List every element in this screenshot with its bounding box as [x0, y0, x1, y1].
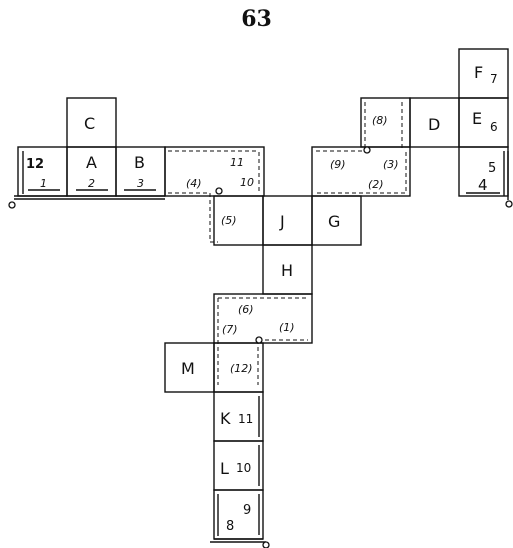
label-8: 8 — [226, 519, 234, 534]
label-B: B — [134, 153, 145, 172]
label-9: 9 — [243, 503, 251, 518]
label-p7: (7) — [222, 323, 238, 336]
square-M — [164, 342, 215, 393]
label-p4: (4) — [186, 177, 202, 190]
label-L: L — [220, 459, 229, 478]
label-3: 3 — [137, 177, 144, 190]
dashed-contour-9-2 — [316, 102, 407, 194]
label-p6: (6) — [238, 303, 254, 316]
label-p8: (8) — [372, 114, 388, 127]
square-8-9 — [213, 489, 264, 540]
label-A: A — [86, 153, 97, 172]
hinge-right-edge — [503, 151, 509, 200]
label-6: 6 — [490, 120, 498, 134]
dashed-contour-6-1 — [217, 297, 308, 385]
page-number: 63 — [241, 6, 272, 32]
label-M: M — [181, 359, 195, 378]
pivot-dot-right — [505, 200, 513, 208]
labels: C 12 1 A 2 B 3 11 10 (4) (5) J G (9) (3)… — [26, 63, 498, 534]
square-9-3-2 — [311, 146, 411, 197]
label-p1: (1) — [279, 321, 295, 334]
label-12: 12 — [26, 157, 44, 172]
label-2: 2 — [88, 177, 95, 190]
label-5: 5 — [488, 161, 496, 176]
square-J — [262, 195, 313, 246]
pivot-dot-left — [8, 201, 16, 209]
pivot-dot-4-5 — [215, 187, 223, 195]
squares — [17, 48, 509, 540]
label-H: H — [281, 261, 293, 280]
label-G: G — [328, 212, 340, 231]
label-p12: (12) — [230, 362, 253, 375]
pivot-dot-6-1 — [255, 336, 263, 344]
square-E — [458, 97, 509, 148]
pivot-dot-8-9 — [363, 146, 371, 154]
label-p2: (2) — [368, 178, 384, 191]
hinge-bottom — [210, 538, 266, 543]
label-p3: (3) — [383, 158, 399, 171]
label-10-bottom: 10 — [236, 461, 251, 475]
label-1: 1 — [40, 177, 47, 190]
label-11-bottom: 11 — [238, 412, 253, 426]
label-C: C — [84, 114, 95, 133]
dashed-contour-4-5 — [168, 150, 260, 243]
square-F — [458, 48, 509, 99]
label-11-top: 11 — [230, 156, 244, 169]
label-K: K — [220, 409, 231, 428]
label-7: 7 — [490, 72, 498, 86]
label-p5: (5) — [221, 214, 237, 227]
label-4: 4 — [478, 176, 488, 194]
label-p9: (9) — [330, 158, 346, 171]
label-D: D — [428, 115, 440, 134]
pivot-dot-bottom — [262, 541, 270, 548]
hinge-left-bottom — [14, 195, 165, 200]
label-10-top: 10 — [240, 176, 254, 189]
label-F: F — [474, 63, 483, 82]
pivot-dots — [8, 146, 513, 548]
label-E: E — [472, 109, 482, 128]
hinge-marks — [14, 102, 509, 543]
label-J: J — [279, 212, 285, 231]
